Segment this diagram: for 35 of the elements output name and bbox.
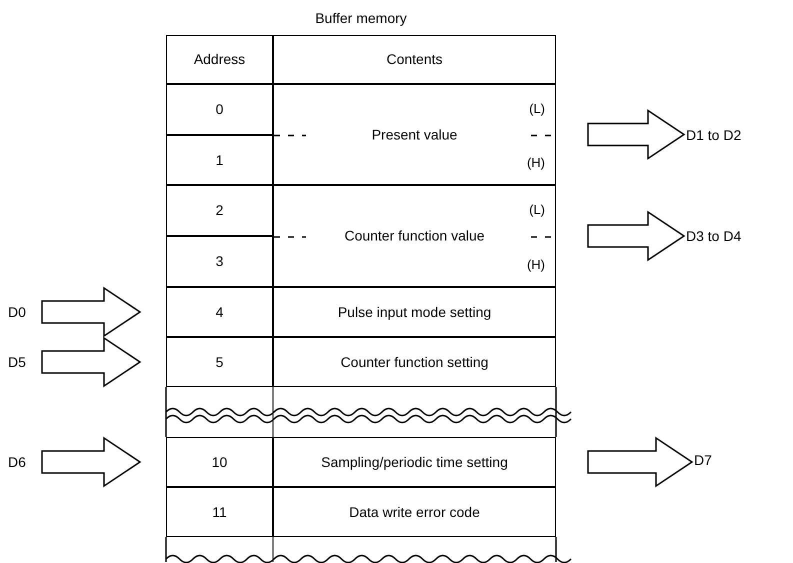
- signal-label: D3 to D4: [686, 226, 766, 246]
- word-marker: (L): [529, 100, 545, 118]
- table-cell: 5: [166, 337, 273, 387]
- block-arrow: [587, 210, 686, 262]
- table-cell: 2: [166, 185, 273, 236]
- table-cell: [273, 84, 556, 185]
- signal-label: D5: [8, 352, 38, 372]
- table-title: Buffer memory: [314, 9, 408, 28]
- signal-label: D1 to D2: [686, 125, 766, 145]
- word-marker: (L): [529, 201, 545, 219]
- table-cell: [273, 185, 556, 287]
- signal-label: D0: [8, 302, 38, 322]
- cell-text: Present value: [372, 125, 458, 144]
- header-cell: Address: [166, 35, 273, 84]
- table-cell: Counter function setting: [273, 337, 556, 387]
- block-arrow: [41, 436, 142, 488]
- table-cell: 11: [166, 487, 273, 537]
- table-cell: 10: [166, 437, 273, 487]
- table-cell: 1: [166, 135, 273, 185]
- block-arrow: [587, 436, 694, 488]
- table-cell: 0: [166, 84, 273, 135]
- block-arrow: [41, 286, 142, 338]
- word-marker: (H): [526, 154, 545, 172]
- signal-label: D7: [694, 450, 734, 470]
- table-cell: Pulse input mode setting: [273, 287, 556, 337]
- signal-label: D6: [8, 452, 38, 472]
- word-marker: (H): [526, 256, 545, 274]
- table-cell: 3: [166, 236, 273, 287]
- cell-text: Counter function value: [344, 226, 485, 246]
- block-arrow: [587, 109, 686, 160]
- table-cell: Sampling/periodic time setting: [273, 437, 556, 487]
- table-cell: 4: [166, 287, 273, 337]
- table-cell: Data write error code: [273, 487, 556, 537]
- block-arrow: [41, 336, 142, 388]
- header-cell: Contents: [273, 35, 556, 84]
